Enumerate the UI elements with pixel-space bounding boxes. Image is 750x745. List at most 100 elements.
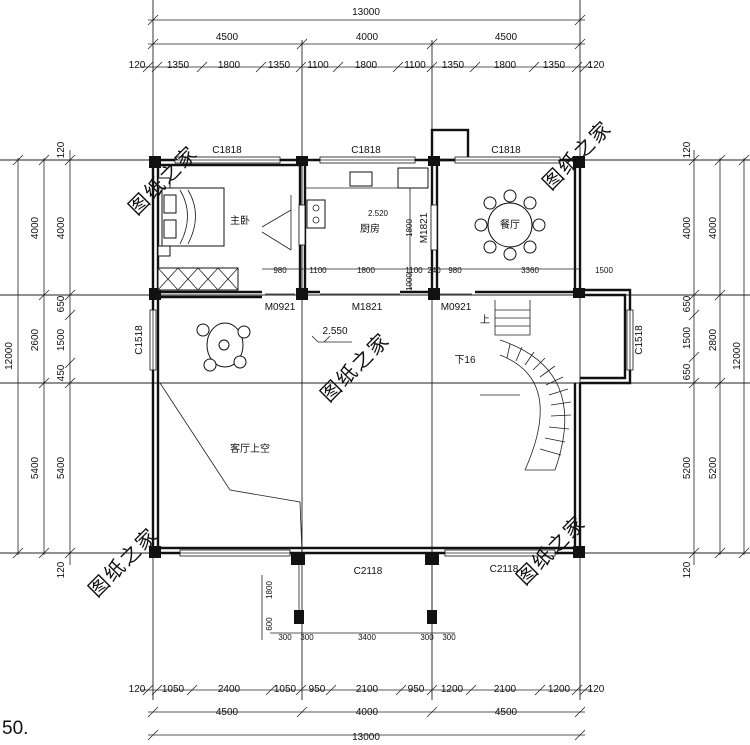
left-dimension-lines: 12000 4000 2600 5400 120 4000 650 1500 4…	[4, 141, 76, 578]
bottom-bay-dim-3: 4500	[495, 707, 518, 718]
stair-down-label: 下16	[454, 355, 476, 366]
top-bay-dim-2: 4000	[356, 32, 379, 43]
top-detail-dim: 1350	[442, 60, 465, 71]
right-dimension-lines: 120 4000 650 1500 650 5200 120 4000 2800…	[682, 141, 750, 578]
left-detail-dim: 120	[56, 141, 67, 158]
inner-dim: 1800	[405, 219, 414, 237]
watermark-text: 图纸之家	[316, 328, 394, 406]
living-void-outline	[159, 382, 303, 554]
inner-dim: 1800	[265, 581, 274, 599]
stair-icon	[480, 300, 572, 471]
window-label: C1518	[134, 325, 145, 355]
top-detail-dim: 1800	[494, 60, 517, 71]
right-detail-dim: 650	[682, 295, 693, 312]
top-detail-dim: 120	[588, 60, 605, 71]
wardrobe-icon	[157, 267, 239, 291]
top-bay-dim-1: 4500	[216, 32, 239, 43]
window	[298, 204, 306, 246]
inner-dim: 1500	[595, 266, 613, 275]
left-total-dim: 12000	[4, 342, 15, 370]
inner-dim: 240	[427, 266, 441, 275]
top-detail-dim: 120	[129, 60, 146, 71]
inner-dim: 300	[278, 633, 292, 642]
left-row-dim: 4000	[30, 216, 41, 239]
room-label-kitchen: 厨房	[360, 222, 380, 235]
left-row-dim: 5400	[30, 456, 41, 479]
inner-dim: 600	[265, 617, 274, 631]
inner-dim: 300	[442, 633, 456, 642]
top-detail-dim: 1800	[355, 60, 378, 71]
bottom-detail-dim: 950	[309, 684, 326, 695]
left-detail-dim: 450	[56, 364, 67, 381]
top-detail-dim: 1100	[307, 60, 329, 71]
inner-dim: 980	[448, 266, 462, 275]
bottom-detail-dim: 2100	[494, 684, 517, 695]
bottom-bay-dim-1: 4500	[216, 707, 239, 718]
watermark-text: 图纸之家	[538, 116, 616, 194]
bottom-detail-dim: 1050	[162, 684, 185, 695]
bottom-dimension-lines: 120 1050 2400 1050 950 2100 950 1200 210…	[129, 684, 605, 743]
right-row-dim: 5200	[708, 456, 719, 479]
top-bay-dim-3: 4500	[495, 32, 518, 43]
bottom-total-dim: 13000	[352, 732, 380, 743]
page-caption: 50.	[2, 718, 29, 739]
window-label: C2118	[490, 564, 519, 575]
tea-table-icon	[196, 322, 251, 372]
inner-dim: 1100	[405, 266, 423, 275]
right-row-dim: 2800	[708, 328, 719, 351]
inner-dim: 1800	[357, 266, 375, 275]
door-label: M0921	[265, 302, 296, 313]
door-label: M1821	[419, 212, 430, 243]
left-detail-dim: 650	[56, 295, 67, 312]
left-detail-dim: 4000	[56, 216, 67, 239]
top-detail-dim: 1800	[218, 60, 241, 71]
inner-dim: 1100	[309, 266, 327, 275]
window-label: C1818	[212, 145, 242, 156]
right-detail-dim: 650	[682, 363, 693, 380]
dining-table-icon	[474, 189, 546, 261]
inner-dim: 980	[273, 266, 287, 275]
left-detail-dim: 1500	[56, 328, 67, 351]
window-label: C1818	[491, 145, 521, 156]
bottom-detail-dim: 120	[129, 684, 146, 695]
door-label: M1821	[352, 302, 383, 313]
inner-dim: 300	[300, 633, 314, 642]
right-row-dim: 4000	[708, 216, 719, 239]
wall-columns	[149, 156, 585, 565]
top-total-dim: 13000	[352, 7, 380, 18]
doors	[261, 195, 472, 295]
inner-dim: 3400	[358, 633, 376, 642]
inner-dim: 300	[420, 633, 434, 642]
bottom-detail-dim: 1050	[274, 684, 297, 695]
bottom-detail-dim: 120	[588, 684, 605, 695]
right-detail-dim: 120	[682, 561, 693, 578]
inner-dimension-lines	[261, 180, 580, 640]
top-detail-dim: 1350	[543, 60, 566, 71]
elevation-mark: 2.550	[322, 326, 347, 337]
top-detail-dim: 1350	[167, 60, 190, 71]
window-label: C2118	[354, 566, 383, 577]
door-label: M0921	[441, 302, 472, 313]
left-row-dim: 2600	[30, 328, 41, 351]
room-label-dining: 餐厅	[500, 218, 520, 231]
bottom-detail-dim: 2400	[218, 684, 241, 695]
entry-porch	[294, 565, 437, 624]
left-detail-dim: 5400	[56, 456, 67, 479]
stair-up-label: 上	[480, 314, 490, 326]
bottom-bay-dim-2: 4000	[356, 707, 379, 718]
right-detail-dim: 5200	[682, 456, 693, 479]
bottom-detail-dim: 950	[408, 684, 425, 695]
elevation-mark: 2.520	[368, 209, 389, 218]
bottom-detail-dim: 1200	[548, 684, 571, 695]
inner-dim: 3360	[521, 266, 539, 275]
right-detail-dim: 1500	[682, 326, 693, 349]
inner-dim: 1000	[405, 273, 414, 291]
top-detail-dim: 1350	[268, 60, 291, 71]
window	[430, 204, 438, 251]
top-detail-dim: 1100	[404, 60, 426, 71]
windows	[149, 156, 634, 557]
window-label: C1518	[634, 325, 645, 355]
room-label-living-void: 客厅上空	[230, 442, 270, 455]
top-dimension-lines: 13000 4500 4000 4500 120 1350 1800 1350 …	[129, 7, 605, 73]
